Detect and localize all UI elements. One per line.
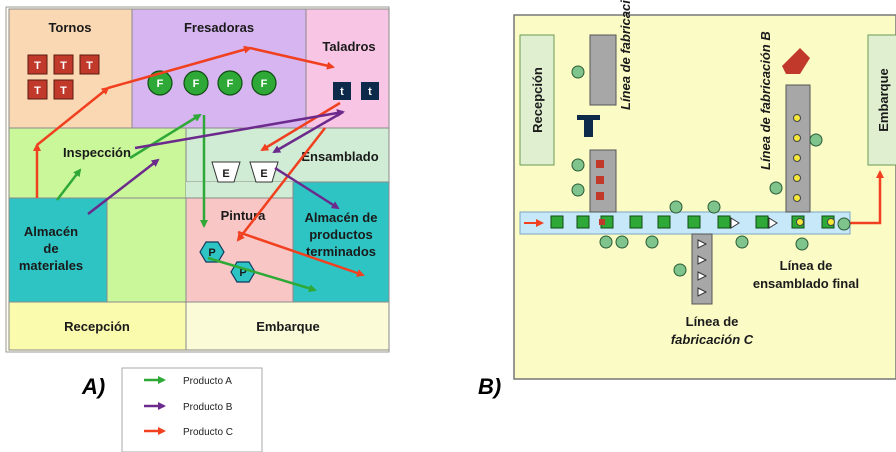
operator-icon	[571, 183, 585, 197]
label-fresadoras: Fresadoras	[184, 20, 254, 35]
output-arrow	[850, 170, 884, 225]
area-fresadoras	[131, 8, 307, 129]
linea-b-label: Línea de fabricación B	[758, 31, 773, 170]
label-ensamblado: Ensamblado	[301, 149, 378, 164]
operator-icon	[837, 217, 851, 231]
torno-icon	[79, 54, 100, 75]
operator-icon	[615, 235, 629, 249]
operator-icon	[809, 133, 823, 147]
label-almacen-materiales-2: de	[43, 241, 58, 256]
area-ensamblado-2	[186, 182, 293, 198]
svg-text:T: T	[60, 60, 67, 72]
svg-text:t: t	[340, 86, 344, 98]
svg-text:T: T	[60, 85, 67, 97]
label-recepcion: Recepción	[64, 319, 130, 334]
ensamble-icon	[211, 161, 241, 183]
torno-machines: T T T T T	[27, 54, 100, 100]
embarque-area	[867, 34, 896, 166]
operator-icon	[735, 235, 749, 249]
area-embarque	[185, 301, 390, 351]
svg-text:T: T	[34, 60, 41, 72]
label-embarque: Embarque	[256, 319, 320, 334]
svg-text:F: F	[227, 78, 234, 90]
layout-a: Tornos Fresadoras Taladros Inspección En…	[5, 6, 390, 452]
torno-icon	[27, 79, 48, 100]
label-almacen-productos-2: productos	[309, 227, 373, 242]
fresadora-icon	[147, 70, 173, 96]
label-almacen-productos-3: terminados	[306, 244, 376, 259]
embarque-label: Embarque	[876, 68, 891, 132]
flow-producto-b	[87, 109, 345, 215]
label-taladros: Taladros	[322, 39, 375, 54]
legend-producto-c: Producto C	[183, 427, 233, 438]
flow-producto-a	[56, 113, 317, 293]
line-fabricacion-b: Línea de fabricación B	[758, 31, 823, 213]
fresadora-icon	[183, 70, 209, 96]
taladro-machines: t t	[333, 82, 379, 100]
svg-text:P: P	[208, 247, 215, 259]
linea-final-label-1: Línea de	[780, 258, 833, 273]
line-fabricacion-a: Línea de fabricación A	[571, 0, 633, 213]
svg-text:F: F	[157, 78, 164, 90]
operator-icon	[571, 158, 585, 172]
machine-t-icon	[577, 115, 600, 137]
label-inspeccion: Inspección	[63, 145, 131, 160]
area-almacen-materiales	[8, 197, 108, 303]
legend-producto-a: Producto A	[183, 376, 232, 387]
linea-c-label-2: fabricación C	[671, 332, 754, 347]
svg-text:t: t	[368, 86, 372, 98]
svg-text:E: E	[222, 168, 229, 180]
area-almacen-productos	[292, 181, 390, 303]
label-almacen-materiales-3: materiales	[19, 258, 83, 273]
machine-b-icon	[782, 48, 810, 74]
operator-icon	[645, 235, 659, 249]
torno-icon	[27, 54, 48, 75]
ensamble-icon	[249, 161, 279, 183]
fresadora-machines: F F F F	[147, 70, 277, 96]
line-items	[550, 215, 835, 229]
ensamble-stations: E E	[211, 161, 279, 183]
operator-icon	[795, 237, 809, 251]
svg-text:T: T	[34, 85, 41, 97]
area-taladros	[305, 8, 390, 129]
area-inspeccion-low	[106, 197, 187, 303]
flow-producto-c	[33, 45, 365, 277]
fresadora-icon	[251, 70, 277, 96]
line-fabricacion-c: Línea de fabricación C	[671, 233, 754, 347]
caption-b: B)	[478, 374, 501, 399]
operator-icon	[571, 65, 585, 79]
svg-text:T: T	[86, 60, 93, 72]
linea-c-label-1: Línea de	[686, 314, 739, 329]
torno-icon	[53, 79, 74, 100]
recepcion-label: Recepción	[530, 67, 545, 133]
label-almacen-materiales-1: Almacén	[24, 224, 78, 239]
label-almacen-productos-1: Almacén de	[305, 210, 378, 225]
label-pintura: Pintura	[221, 208, 267, 223]
taladro-icon	[333, 82, 351, 100]
operator-icon	[669, 200, 683, 214]
linea-final-label-2: ensamblado final	[753, 276, 859, 291]
caption-a: A)	[81, 374, 105, 399]
recepcion-area	[519, 34, 555, 166]
area-recepcion	[8, 301, 187, 351]
torno-icon	[53, 54, 74, 75]
svg-text:F: F	[193, 78, 200, 90]
legend: Producto A Producto B Producto C	[121, 367, 263, 452]
svg-text:E: E	[260, 168, 267, 180]
legend-producto-b: Producto B	[183, 402, 233, 413]
operator-icon	[769, 181, 783, 195]
operator-icon	[673, 263, 687, 277]
svg-text:F: F	[261, 78, 268, 90]
svg-text:P: P	[239, 267, 246, 279]
pintura-icon	[199, 241, 225, 263]
operator-icon	[599, 235, 613, 249]
operators-main	[599, 200, 851, 251]
operator-icon	[707, 200, 721, 214]
label-tornos: Tornos	[48, 20, 91, 35]
layout-b: Recepción Embarque Línea de fabricación …	[478, 0, 896, 399]
taladro-icon	[361, 82, 379, 100]
fresadora-icon	[217, 70, 243, 96]
linea-a-label: Línea de fabricación A	[618, 0, 633, 110]
